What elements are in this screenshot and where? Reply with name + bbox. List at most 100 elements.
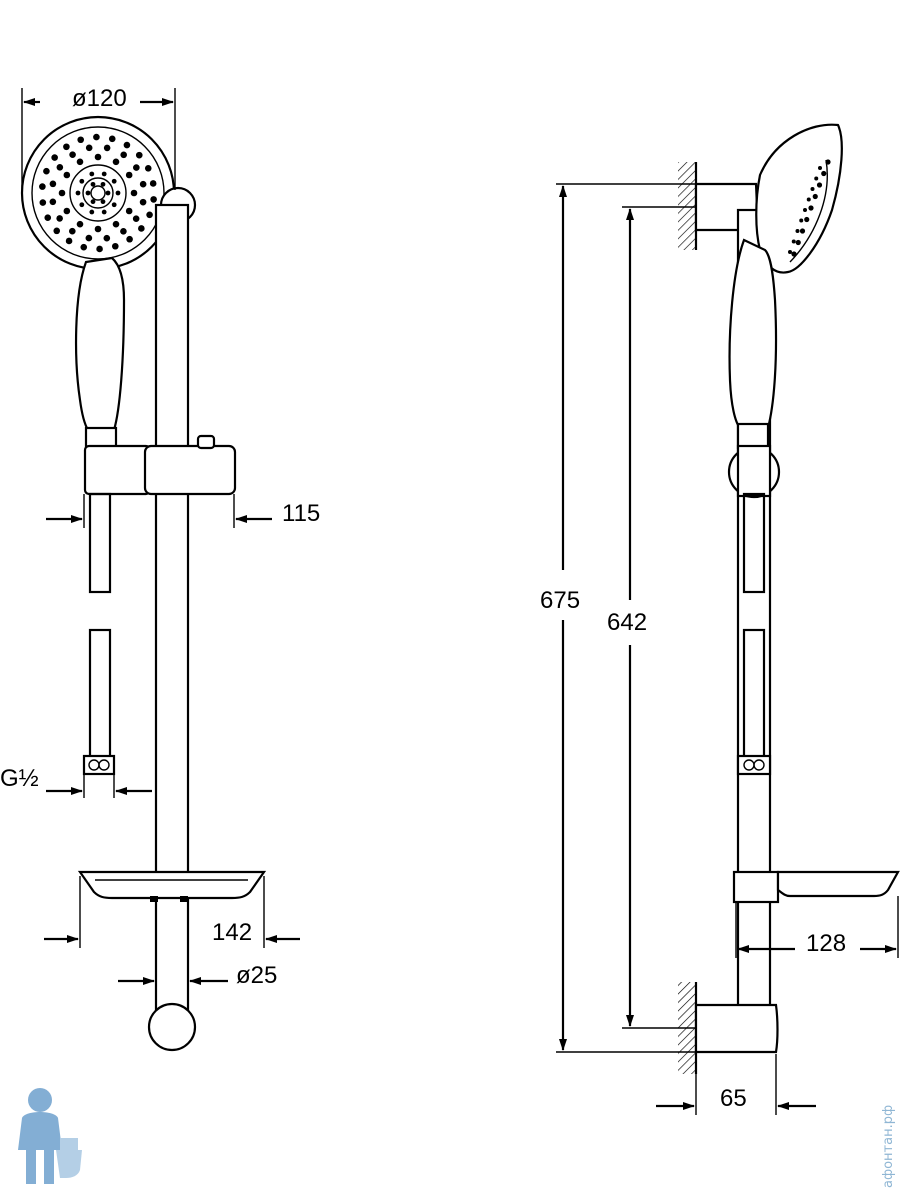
nozzle-dot <box>69 227 76 235</box>
dim-rail-diameter: ø25 <box>118 962 277 995</box>
nozzle-dot <box>111 242 119 250</box>
nozzle-dot <box>812 193 818 200</box>
rail-end-cap-front <box>147 1002 197 1052</box>
bottom-bracket-side <box>694 1003 779 1054</box>
nozzle-dot <box>100 199 106 205</box>
thread-label: G½ <box>0 765 39 792</box>
nozzle-dot <box>821 170 827 177</box>
nozzle-dot <box>77 136 85 144</box>
soap-dish-front <box>77 870 267 902</box>
dish-depth-label: 142 <box>212 919 252 946</box>
nozzle-dot <box>101 209 107 215</box>
nozzle-dot <box>135 151 143 159</box>
dim-dish-depth: 142 <box>44 876 300 948</box>
dim-bracket-spacing: 642 <box>607 206 696 1029</box>
bracket-projection-label: 65 <box>720 1085 747 1112</box>
nozzle-dot <box>791 251 797 257</box>
dim-thread: G½ <box>0 765 152 798</box>
nozzle-dot <box>85 234 93 242</box>
nozzle-dot <box>795 239 801 246</box>
nozzle-dot <box>795 229 800 233</box>
hose-side <box>736 492 772 776</box>
nozzle-dot <box>120 228 127 235</box>
nozzle-dot <box>94 225 102 233</box>
nozzle-dot <box>818 166 822 170</box>
nozzle-dot <box>51 154 58 161</box>
nozzle-dot <box>799 228 806 234</box>
nozzle-dot <box>105 190 111 196</box>
nozzle-dot <box>138 225 145 232</box>
nozzle-dot <box>803 208 807 212</box>
soap-dish-side <box>732 870 900 904</box>
head-diameter-label: ø120 <box>72 85 127 112</box>
nozzle-dot <box>112 220 120 228</box>
nozzle-dot <box>39 183 46 190</box>
nozzle-dot <box>85 144 93 152</box>
nozzle-dot <box>816 182 823 188</box>
nozzle-dot <box>79 202 85 208</box>
dim-total-height: 675 <box>540 183 696 1053</box>
nozzle-dot <box>103 144 111 152</box>
nozzle-dot <box>103 234 111 242</box>
nozzle-dot <box>56 164 64 171</box>
watermark-text: афонтан.рф <box>881 1105 896 1188</box>
nozzle-dot <box>825 159 831 165</box>
nozzle-dot <box>63 143 70 151</box>
slider-offset-label: 115 <box>282 500 320 527</box>
nozzle-dot <box>130 189 138 197</box>
hose-front <box>82 492 116 776</box>
nozzle-dot <box>132 215 140 222</box>
nozzle-dot <box>146 211 153 219</box>
nozzle-dot <box>133 164 140 171</box>
hand-grip-side <box>728 238 778 430</box>
nozzle-dot <box>89 209 95 215</box>
nozzle-dot <box>39 199 47 206</box>
dish-projection-label: 128 <box>806 930 846 957</box>
nozzle-dot <box>90 181 96 187</box>
nozzle-dot <box>814 176 819 181</box>
nozzle-dot <box>63 171 71 179</box>
nozzle-dot <box>808 205 814 211</box>
nozzle-dot <box>93 133 100 141</box>
nozzle-dot <box>139 180 147 188</box>
nozzle-dot <box>79 178 85 184</box>
nozzle-dot <box>96 245 103 253</box>
nozzle-dot <box>43 167 50 175</box>
wall-hatch-top <box>678 162 696 250</box>
nozzle-dot <box>58 189 66 197</box>
nozzle-dot <box>120 151 127 159</box>
nozzle-dot <box>111 178 117 184</box>
nozzle-dot <box>49 198 57 206</box>
slider-holder-front <box>83 434 237 496</box>
nozzle-dot <box>53 227 61 235</box>
nozzle-dot <box>791 239 796 244</box>
dim-head-diameter: ø120 <box>21 85 176 190</box>
nozzle-dot <box>111 202 117 208</box>
plumber-logo <box>18 1088 82 1184</box>
nozzle-dot <box>90 199 96 205</box>
nozzle-dot <box>123 141 131 149</box>
nozzle-dot <box>788 250 792 254</box>
nozzle-dot <box>810 187 815 191</box>
nozzle-dot <box>56 215 63 222</box>
rail-diameter-label: ø25 <box>236 962 277 989</box>
nozzle-dot <box>149 180 157 187</box>
nozzle-dot <box>65 237 73 245</box>
nozzle-dot <box>112 158 120 166</box>
nozzle-dot <box>75 190 81 196</box>
nozzle-dot <box>69 151 76 158</box>
nozzle-dot <box>799 218 804 223</box>
nozzle-dot <box>76 158 84 166</box>
spray-nozzles-inner <box>75 171 121 215</box>
nozzle-dot <box>115 190 121 196</box>
dim-slider-offset: 115 <box>46 494 320 528</box>
nozzle-dot <box>44 214 52 222</box>
nozzle-dot <box>806 197 811 202</box>
nozzle-dot <box>139 198 147 206</box>
hand-grip-front <box>74 256 126 432</box>
nozzle-dot <box>49 180 57 188</box>
nozzle-dot <box>101 171 107 177</box>
nozzle-dot <box>125 171 133 179</box>
nozzle-dot <box>108 135 116 143</box>
